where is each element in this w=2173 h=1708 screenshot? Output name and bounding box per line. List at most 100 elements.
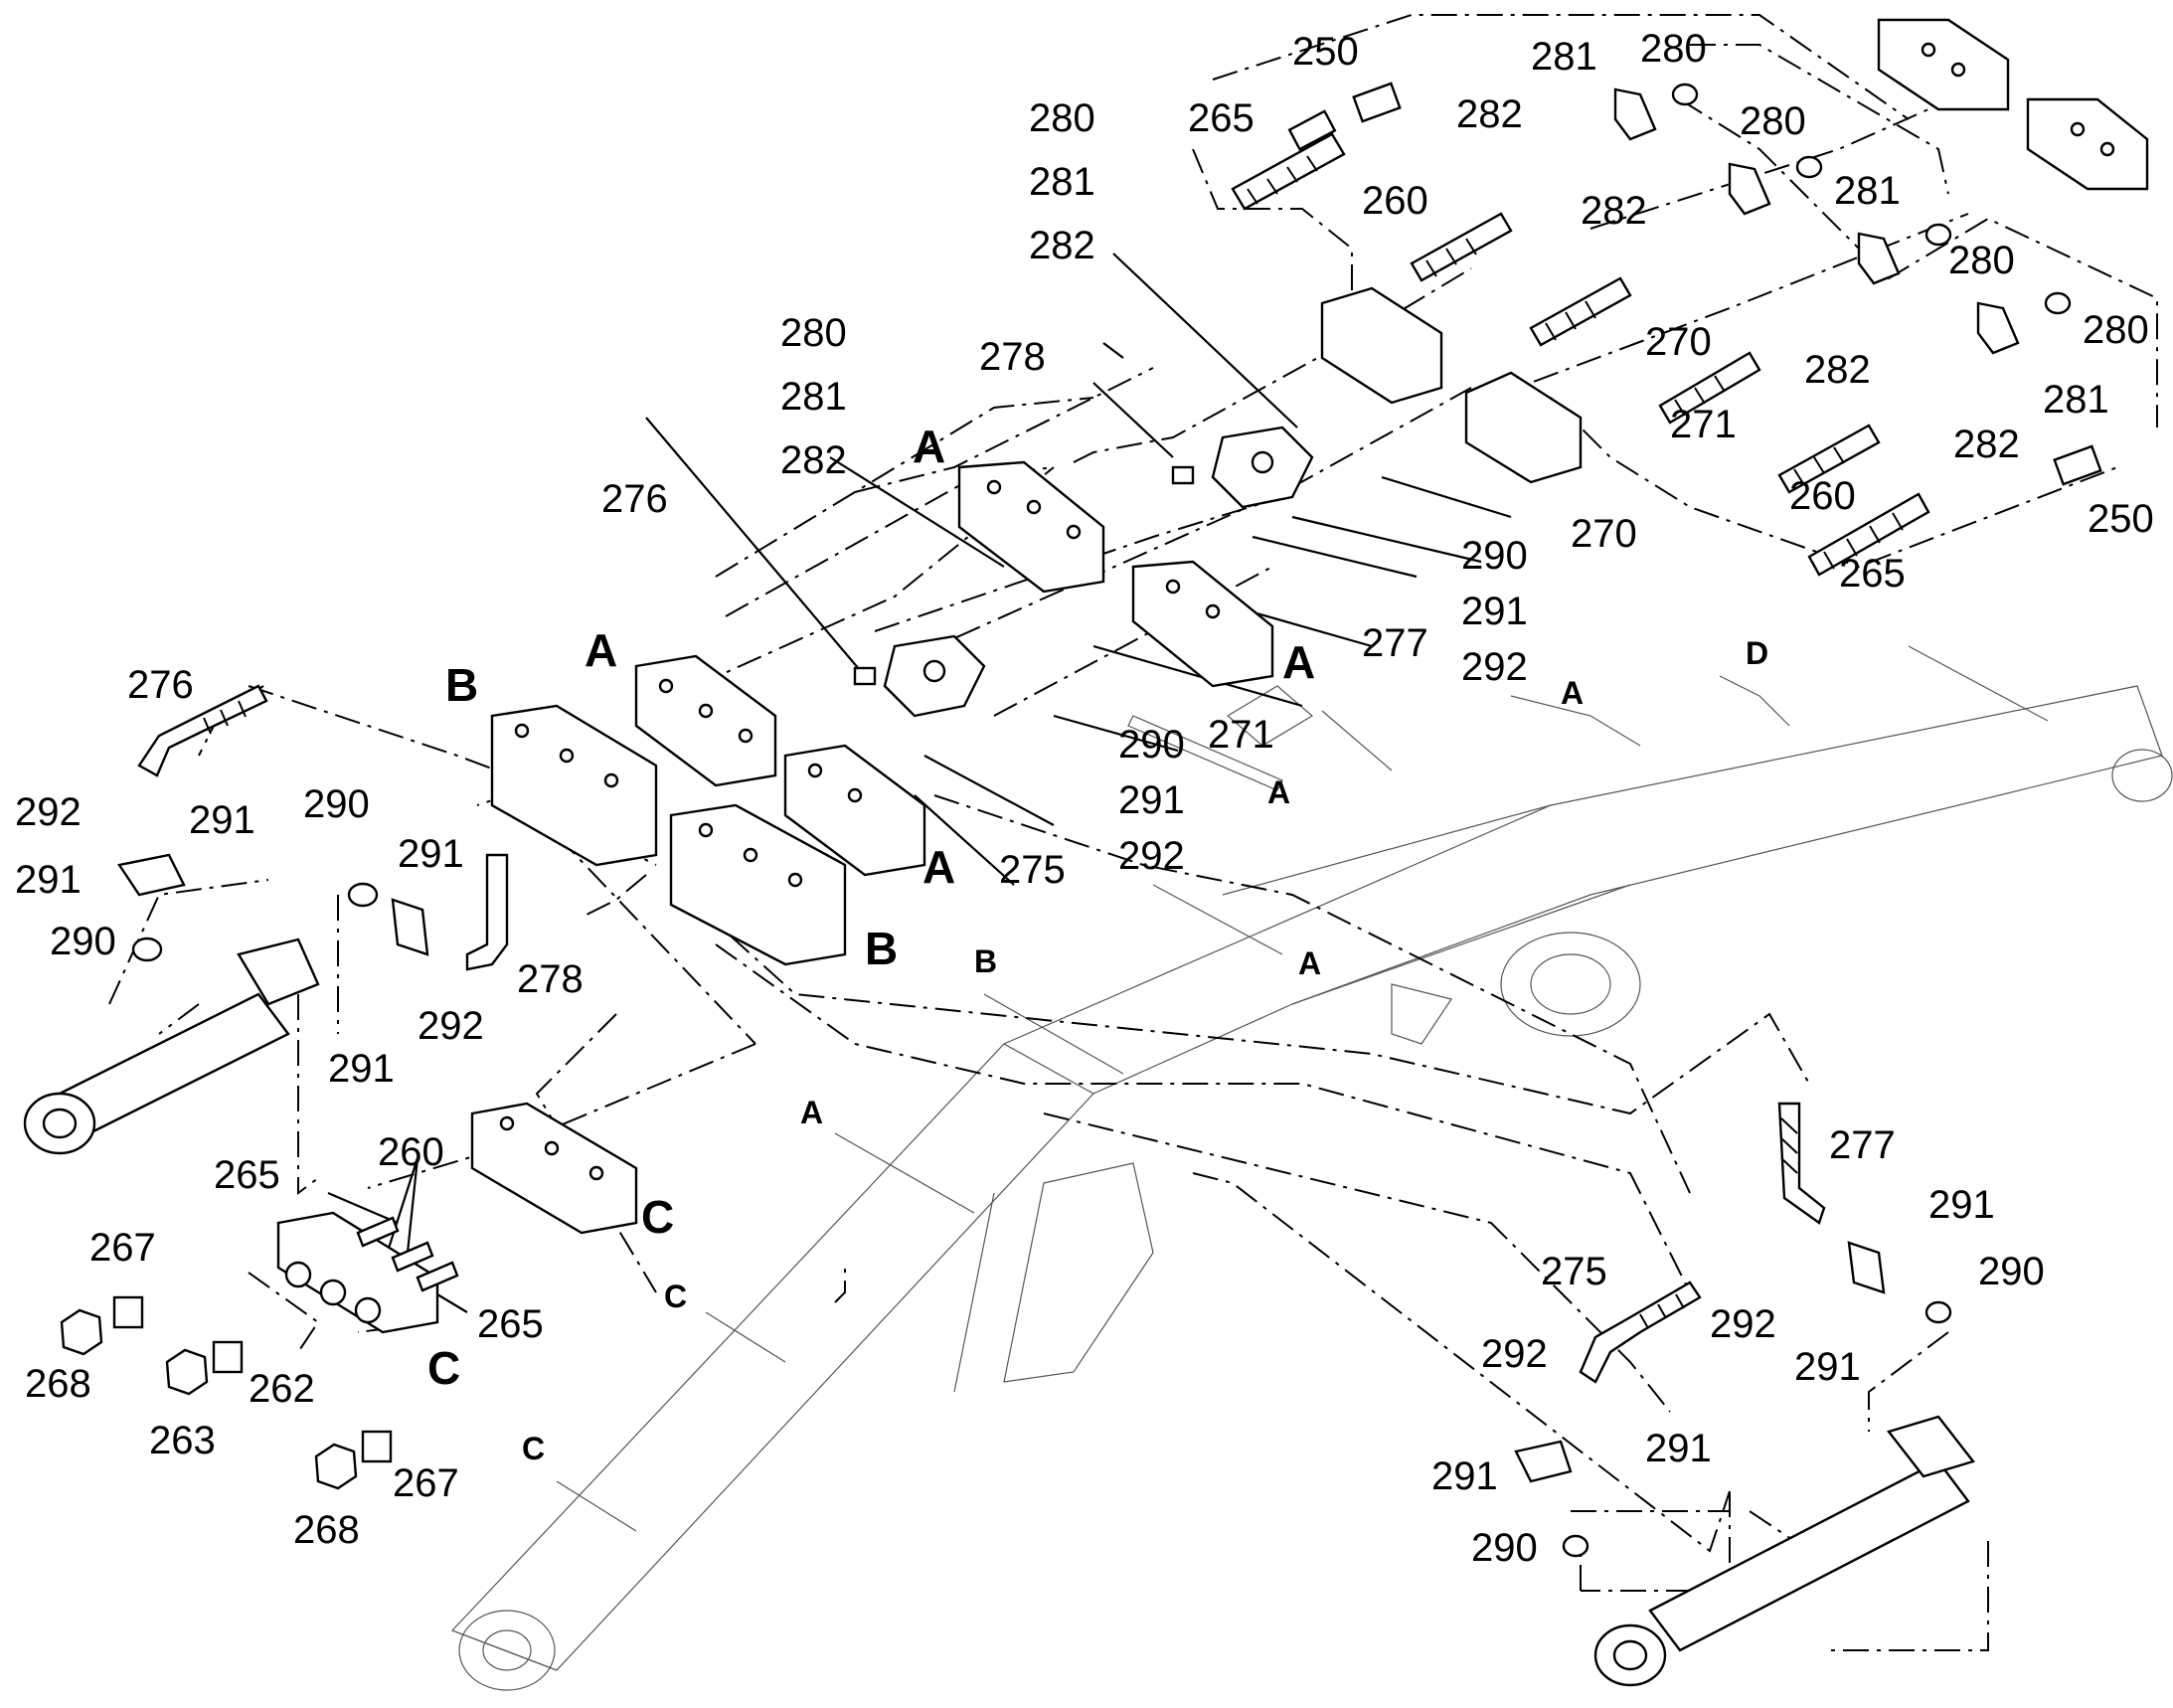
part-label: 291 [398,832,464,876]
clamp-block-a-2 [1131,560,1274,688]
clamp-block-c-2 [276,1211,439,1334]
part-label: 282 [1804,348,1871,392]
section-letter: C [641,1191,674,1243]
part-label: 267 [89,1226,156,1270]
part-label: 268 [293,1508,360,1552]
clamp-block-top-2 [1320,286,1583,484]
part-label: 280 [1740,99,1806,143]
part-label: 290 [50,920,116,963]
section-letter: A [922,841,955,893]
part-label: 270 [1571,512,1637,556]
clamp-block-a-1 [957,460,1105,594]
part-label: 278 [517,957,584,1001]
part-label: 277 [1829,1123,1896,1167]
part-label: 280 [1029,96,1095,140]
part-label: 290 [1471,1526,1538,1570]
leader-lines [327,253,1512,1313]
hose-276-left [137,684,268,777]
hose-260-top [1410,212,1513,282]
part-label: 292 [1481,1332,1548,1376]
clamp-block-b-1 [490,704,658,867]
part-label: 265 [1839,552,1906,596]
part-label: 280 [2083,308,2149,352]
part-label: 250 [1292,30,1359,74]
section-letter: A [585,624,617,676]
part-label: 282 [1456,92,1523,136]
nuts-and-adapters [60,1261,393,1490]
part-label: 281 [2043,378,2109,422]
part-label: 291 [189,798,255,842]
section-letter: B [865,923,898,974]
part-label: 281 [1834,169,1901,213]
hose-270-top [1529,276,1632,347]
clamp-block-top-1 [1877,18,2149,191]
clamp-block-c-1 [470,1102,638,1235]
part-label: 292 [1461,645,1528,689]
fittings [117,82,2102,1558]
section-letter: C [427,1342,460,1394]
part-label: 265 [1188,96,1254,140]
part-label: 260 [1362,179,1428,223]
part-label: 291 [1461,590,1528,633]
section-letter: A [1282,636,1315,688]
section-letters: A A A A B B C C A D A A B A C C [427,421,1768,1466]
manifold-upper [1171,426,1314,509]
part-label: 291 [1118,778,1185,822]
part-label: 278 [979,335,1046,379]
part-label: 271 [1208,713,1274,757]
hydraulic-cylinder-left [23,938,320,1155]
section-letter: C [522,1431,545,1466]
part-label: 281 [1531,35,1597,79]
hose-278-left [465,853,509,971]
part-label: 276 [127,663,194,707]
hose-260-right [1777,424,1881,494]
part-label: 290 [303,782,370,826]
part-label: 275 [1541,1250,1607,1293]
part-label: 262 [249,1367,315,1411]
clamp-block-a-3 [634,654,777,787]
part-label: 290 [1118,723,1185,767]
section-letter: D [1746,635,1768,671]
hoses-c-group [356,1216,459,1292]
part-label: 291 [1928,1183,1995,1227]
part-label: 291 [328,1047,395,1091]
section-letter: C [664,1279,687,1314]
part-label: 291 [1645,1427,1712,1470]
manifold-lower [853,634,986,718]
part-label: 292 [15,790,82,834]
part-label: 260 [378,1130,444,1174]
part-label: 281 [1029,160,1095,204]
part-label: 280 [780,311,847,355]
hydraulic-cylinder-right [1593,1415,1976,1687]
clamp-block-b-2 [669,803,847,966]
part-label: 282 [1953,423,2020,466]
part-label: 270 [1645,320,1712,364]
part-label: 260 [1789,474,1856,518]
excavator-boom [450,645,2173,1691]
section-letter: B [445,659,478,711]
part-label: 291 [15,858,82,902]
hose-271-top [1658,351,1761,425]
part-label: 280 [1948,239,2015,282]
part-label: 263 [149,1419,216,1462]
part-label: 292 [1710,1302,1776,1346]
part-label: 291 [1794,1345,1861,1389]
part-label: 277 [1362,621,1428,665]
part-label: 276 [601,477,668,521]
part-label: 280 [1640,27,1707,71]
part-label: 268 [25,1362,91,1406]
part-label: 292 [418,1004,484,1048]
part-label: 282 [780,438,847,482]
part-label: 267 [393,1461,459,1505]
section-letter: A [800,1095,823,1130]
part-label: 291 [1431,1454,1498,1498]
section-letter: A [1561,675,1584,711]
part-label: 290 [1978,1250,2045,1293]
part-label: 271 [1670,403,1737,446]
part-label: 281 [780,375,847,419]
part-label: 282 [1581,189,1647,233]
hose-275-right [1579,1281,1702,1384]
section-letter: B [974,943,997,979]
hose-277-right [1777,1102,1826,1225]
